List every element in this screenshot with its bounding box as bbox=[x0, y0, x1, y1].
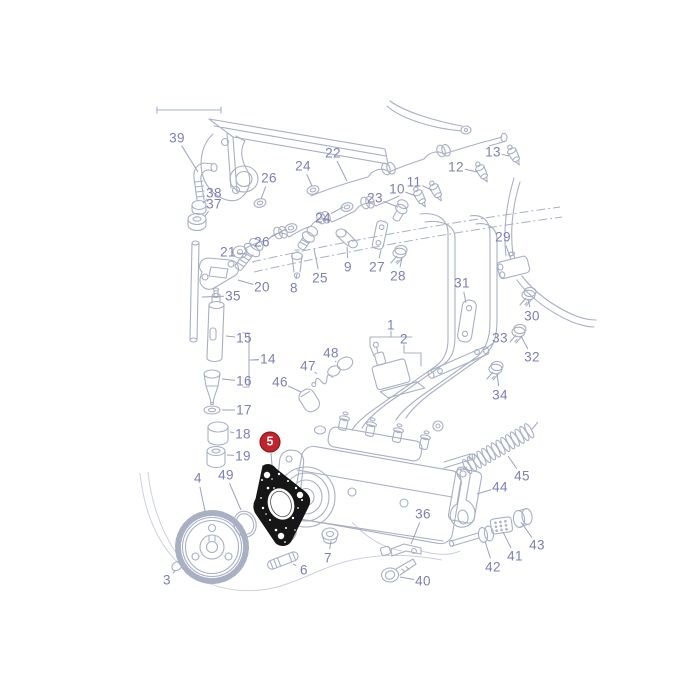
callout-27[interactable]: 27 bbox=[369, 259, 385, 275]
engine-block-art bbox=[201, 119, 388, 201]
callout-39[interactable]: 39 bbox=[169, 130, 185, 146]
callout-16[interactable]: 16 bbox=[236, 373, 252, 389]
injector-stack-art bbox=[204, 288, 258, 468]
callout-17[interactable]: 17 bbox=[236, 402, 252, 418]
callout-2[interactable]: 2 bbox=[400, 331, 408, 347]
callout-24b[interactable]: 24 bbox=[315, 210, 331, 226]
leader-lines bbox=[173, 146, 532, 580]
callout-34[interactable]: 34 bbox=[492, 387, 508, 403]
callout-11[interactable]: 11 bbox=[406, 174, 422, 190]
callout-31[interactable]: 31 bbox=[454, 275, 470, 291]
callout-5[interactable]: 5 bbox=[259, 431, 281, 453]
callout-24a[interactable]: 24 bbox=[295, 158, 311, 174]
callout-8[interactable]: 8 bbox=[290, 280, 298, 296]
callout-36[interactable]: 36 bbox=[415, 506, 431, 522]
return-pipe-art bbox=[387, 101, 471, 134]
callout-42[interactable]: 42 bbox=[485, 559, 501, 575]
centerline-pipes bbox=[252, 207, 562, 272]
callout-18[interactable]: 18 bbox=[235, 426, 251, 442]
callout-33[interactable]: 33 bbox=[492, 330, 508, 346]
callout-35[interactable]: 35 bbox=[225, 288, 241, 304]
callout-6[interactable]: 6 bbox=[300, 562, 308, 578]
callout-25[interactable]: 25 bbox=[312, 270, 328, 286]
callout-44[interactable]: 44 bbox=[492, 479, 508, 495]
callout-30[interactable]: 30 bbox=[524, 308, 540, 324]
callout-46[interactable]: 46 bbox=[272, 374, 288, 390]
pipe-bundle-art bbox=[352, 178, 596, 430]
callout-15[interactable]: 15 bbox=[236, 330, 252, 346]
callout-32[interactable]: 32 bbox=[524, 349, 540, 365]
timing-gear-art bbox=[170, 508, 259, 581]
lever-spring-art bbox=[450, 418, 543, 527]
callout-12[interactable]: 12 bbox=[448, 159, 464, 175]
clamp-bolt-art bbox=[380, 544, 421, 582]
callout-20[interactable]: 20 bbox=[254, 279, 270, 295]
dimension-mark bbox=[157, 107, 221, 113]
callout-41[interactable]: 41 bbox=[507, 548, 523, 564]
callout-10[interactable]: 10 bbox=[389, 181, 405, 197]
gasket-art bbox=[254, 465, 310, 546]
callout-22[interactable]: 22 bbox=[325, 145, 341, 161]
throttle-parts-art bbox=[449, 508, 533, 547]
pin-spring-art bbox=[296, 355, 354, 415]
callout-26a[interactable]: 26 bbox=[261, 170, 277, 186]
callout-4[interactable]: 4 bbox=[194, 470, 202, 486]
callout-7[interactable]: 7 bbox=[324, 550, 332, 566]
small-fittings-art bbox=[292, 220, 408, 278]
callout-1[interactable]: 1 bbox=[387, 317, 395, 333]
leak-off-rail-art bbox=[233, 133, 507, 258]
callout-48[interactable]: 48 bbox=[323, 345, 339, 361]
callout-19[interactable]: 19 bbox=[235, 448, 251, 464]
callout-49[interactable]: 49 bbox=[218, 467, 234, 483]
callout-26b[interactable]: 26 bbox=[254, 234, 270, 250]
callout-14[interactable]: 14 bbox=[260, 351, 276, 367]
callout-21[interactable]: 21 bbox=[220, 244, 236, 260]
callout-40[interactable]: 40 bbox=[415, 573, 431, 589]
callout-3[interactable]: 3 bbox=[163, 572, 171, 588]
callout-13[interactable]: 13 bbox=[485, 144, 501, 160]
callout-45[interactable]: 45 bbox=[514, 468, 530, 484]
callout-9[interactable]: 9 bbox=[344, 259, 352, 275]
callout-47[interactable]: 47 bbox=[300, 358, 316, 374]
callout-43[interactable]: 43 bbox=[529, 537, 545, 553]
callout-29[interactable]: 29 bbox=[495, 229, 511, 245]
callout-38[interactable]: 38 bbox=[206, 185, 222, 201]
callout-37[interactable]: 37 bbox=[206, 196, 222, 212]
callout-23[interactable]: 23 bbox=[367, 190, 383, 206]
stud-bush-art bbox=[266, 528, 338, 570]
callout-28[interactable]: 28 bbox=[390, 268, 406, 284]
